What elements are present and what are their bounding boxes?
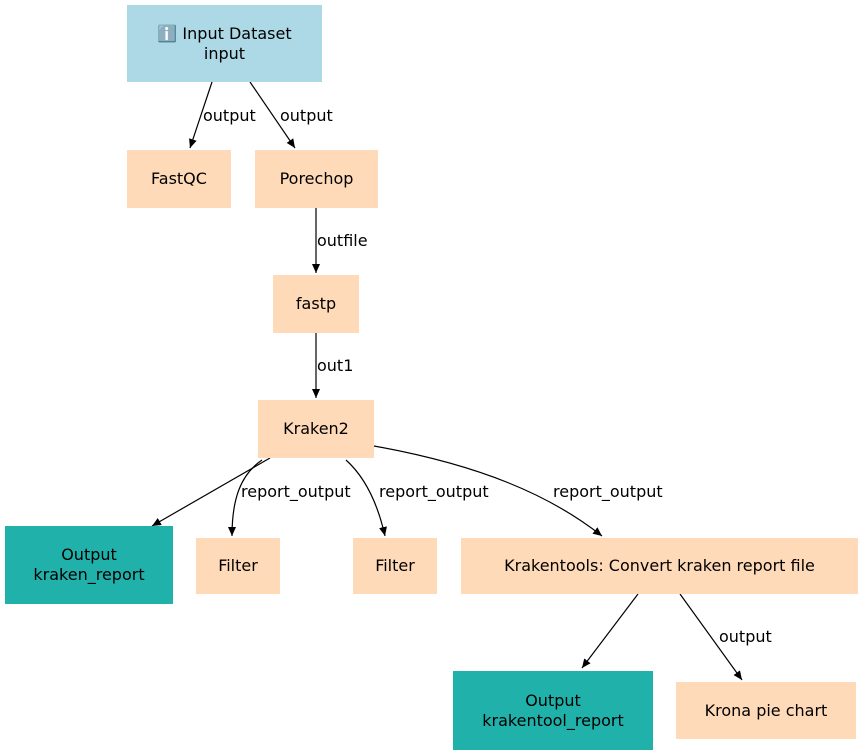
edge-label: output xyxy=(280,106,333,125)
node-name: input xyxy=(203,43,246,63)
edge-input-fastqc xyxy=(189,81,213,149)
node-filter-1[interactable]: Filter xyxy=(196,538,280,594)
node-label: FastQC xyxy=(151,169,207,188)
node-name: kraken_report xyxy=(33,565,145,584)
edge-label: output xyxy=(719,627,772,646)
edge-kraken2-filter1 xyxy=(228,459,263,537)
edge-krakentools-krona xyxy=(679,593,743,681)
edge-krakentools-output-krakentool xyxy=(581,593,639,669)
node-filter-2[interactable]: Filter xyxy=(353,538,437,594)
node-fastp[interactable]: fastp xyxy=(273,275,359,333)
node-label: fastp xyxy=(295,294,337,313)
node-label: Kraken2 xyxy=(283,419,349,438)
node-porechop[interactable]: Porechop xyxy=(255,150,378,208)
node-title: Output xyxy=(525,690,581,710)
node-krona-pie-chart[interactable]: Krona pie chart xyxy=(676,682,856,739)
edge-label: output xyxy=(203,106,256,125)
node-label: Porechop xyxy=(279,169,354,188)
edge-label: out1 xyxy=(317,356,353,375)
edge-kraken2-krakentools xyxy=(373,445,603,537)
edge-input-porechop xyxy=(249,81,296,149)
node-label: Filter xyxy=(375,556,415,575)
edge-label: report_output xyxy=(241,482,351,502)
edge-label: report_output xyxy=(379,482,489,502)
node-output-krakentool-report[interactable]: Output krakentool_report xyxy=(453,671,653,750)
node-label: Krona pie chart xyxy=(704,700,828,720)
node-label: Krakentools: Convert kraken report file xyxy=(504,556,815,575)
edge-kraken2-filter2 xyxy=(345,459,387,537)
node-input-dataset[interactable]: ℹ️ Input Dataset input xyxy=(127,5,322,82)
edge-kraken2-output-kraken xyxy=(151,457,271,527)
info-icon: ℹ️ xyxy=(157,23,178,43)
edge-label: report_output xyxy=(553,482,663,502)
node-kraken2[interactable]: Kraken2 xyxy=(258,400,374,458)
node-fastqc[interactable]: FastQC xyxy=(127,150,231,208)
node-output-kraken-report[interactable]: Output kraken_report xyxy=(5,526,173,604)
edge-label: outfile xyxy=(317,231,368,250)
node-krakentools[interactable]: Krakentools: Convert kraken report file xyxy=(461,538,858,594)
node-label: Filter xyxy=(218,556,258,575)
node-title: Output xyxy=(61,545,117,564)
node-name: krakentool_report xyxy=(482,710,624,730)
node-title: ℹ️ Input Dataset xyxy=(157,23,292,43)
